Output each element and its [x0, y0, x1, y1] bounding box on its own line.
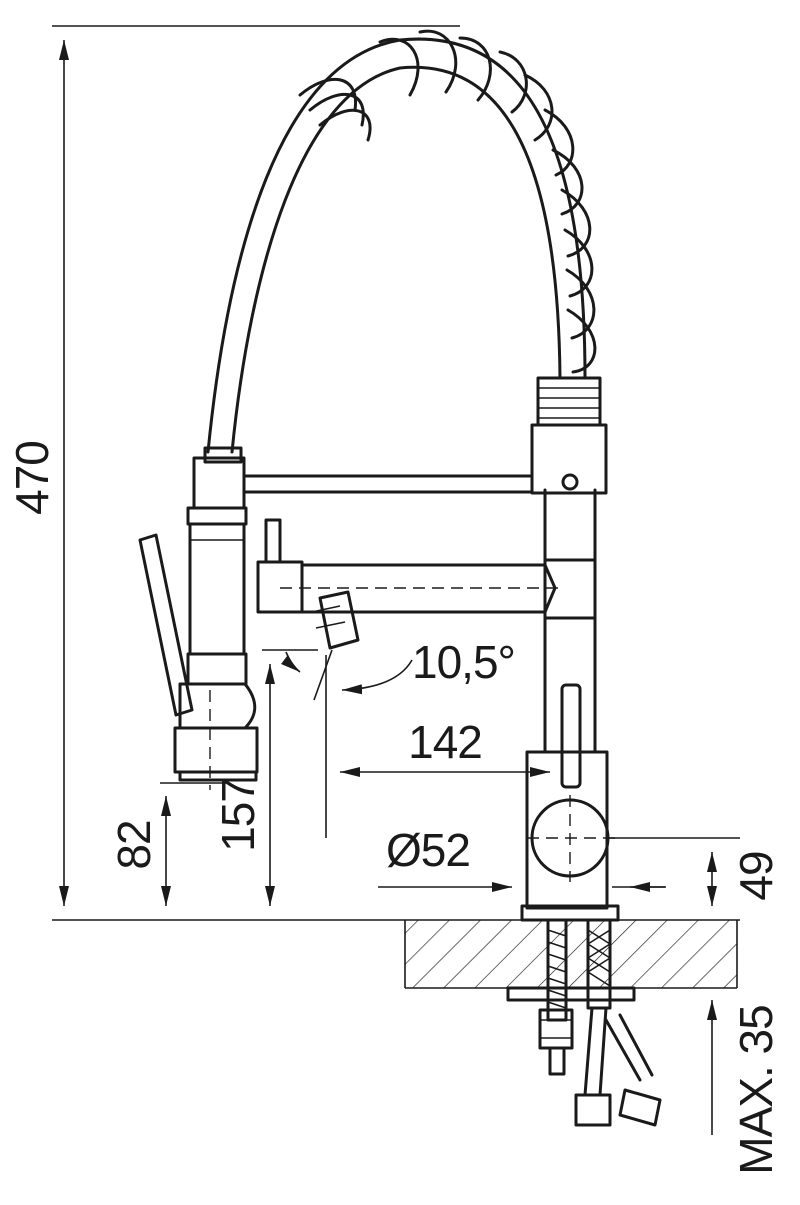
dim-spout-angle-label: 10,5°	[412, 636, 515, 688]
countertop	[52, 919, 740, 989]
dim-spout-height: 157	[212, 649, 318, 906]
dim-total-height: 470	[6, 25, 460, 906]
dim-total-height-label: 470	[6, 441, 58, 515]
dim-spout-height-label: 157	[212, 778, 264, 852]
faucet-body	[520, 376, 620, 922]
dim-spout-reach: 142	[340, 716, 550, 777]
dim-counter-thickness: MAX. 35	[707, 1000, 782, 1175]
spray-head	[138, 456, 259, 790]
dim-counter-thickness-label: MAX. 35	[730, 1005, 782, 1174]
dim-spray-height: 82	[108, 782, 230, 906]
pull-down-hose	[203, 29, 597, 494]
dim-base-height-label: 49	[730, 851, 782, 900]
dim-spout-angle: 10,5°	[281, 636, 516, 838]
dim-base-diameter-label: Ø52	[386, 824, 470, 876]
dim-spout-reach-label: 142	[408, 716, 482, 768]
mounting-hardware	[506, 918, 662, 1127]
dim-spray-height-label: 82	[108, 820, 160, 869]
swivel-spout	[256, 518, 560, 650]
dim-base-height: 49	[606, 837, 782, 906]
dim-base-diameter: Ø52	[378, 824, 666, 892]
